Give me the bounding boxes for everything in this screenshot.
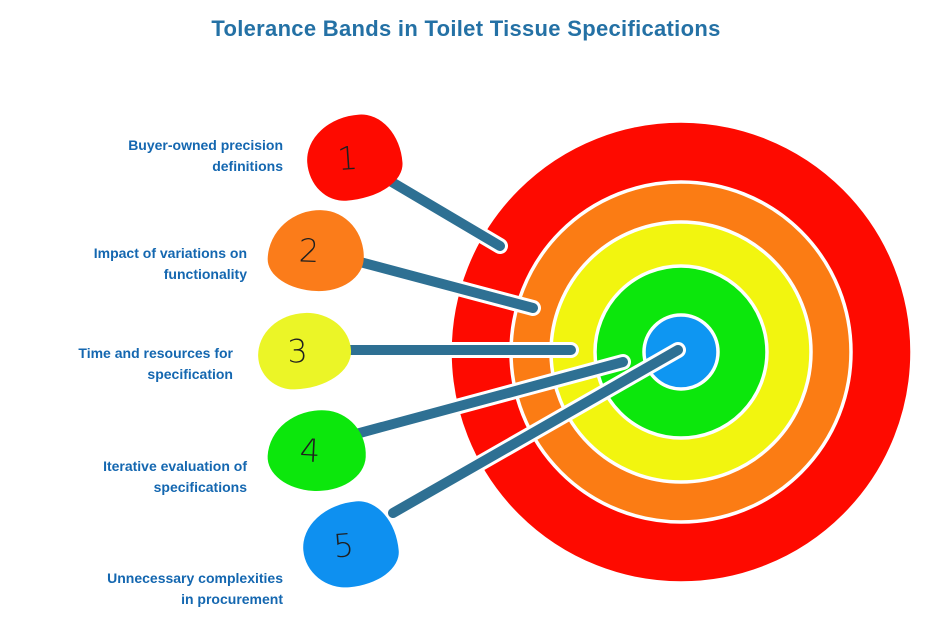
item-label-3-line-2: specification [147,366,233,382]
item-label-1: Buyer-owned precision definitions [53,135,283,177]
marker-number-3: 3 [286,331,309,371]
item-label-3-line-1: Time and resources for [78,345,233,361]
item-label-4-line-1: Iterative evaluation of [103,458,247,474]
item-label-1-line-1: Buyer-owned precision [128,137,283,153]
marker-number-5: 5 [331,525,356,565]
item-label-2-line-2: functionality [163,266,247,282]
diagram-title: Tolerance Bands in Toilet Tissue Specifi… [211,16,721,41]
connector-line-1 [375,170,505,251]
item-label-2-line-1: Impact of variations on [93,245,247,261]
item-label-2: Impact of variations on functionality [17,243,247,285]
marker-number-1: 1 [336,138,359,178]
connector-line-5 [388,345,683,518]
item-label-5: Unnecessary complexities in procurement [53,568,283,610]
item-label-4-line-2: specifications [153,479,247,495]
item-label-5-line-1: Unnecessary complexities [107,570,283,586]
item-label-4: Iterative evaluation of specifications [17,456,247,498]
item-label-5-line-2: in procurement [181,591,283,607]
item-label-1-line-2: definitions [212,158,283,174]
marker-number-2: 2 [298,230,320,270]
connector-line-4 [351,357,628,439]
marker-number-4: 4 [298,430,322,470]
connector-lines [327,167,686,521]
item-label-3: Time and resources for specification [3,343,233,385]
connector-line-2 [340,253,538,313]
